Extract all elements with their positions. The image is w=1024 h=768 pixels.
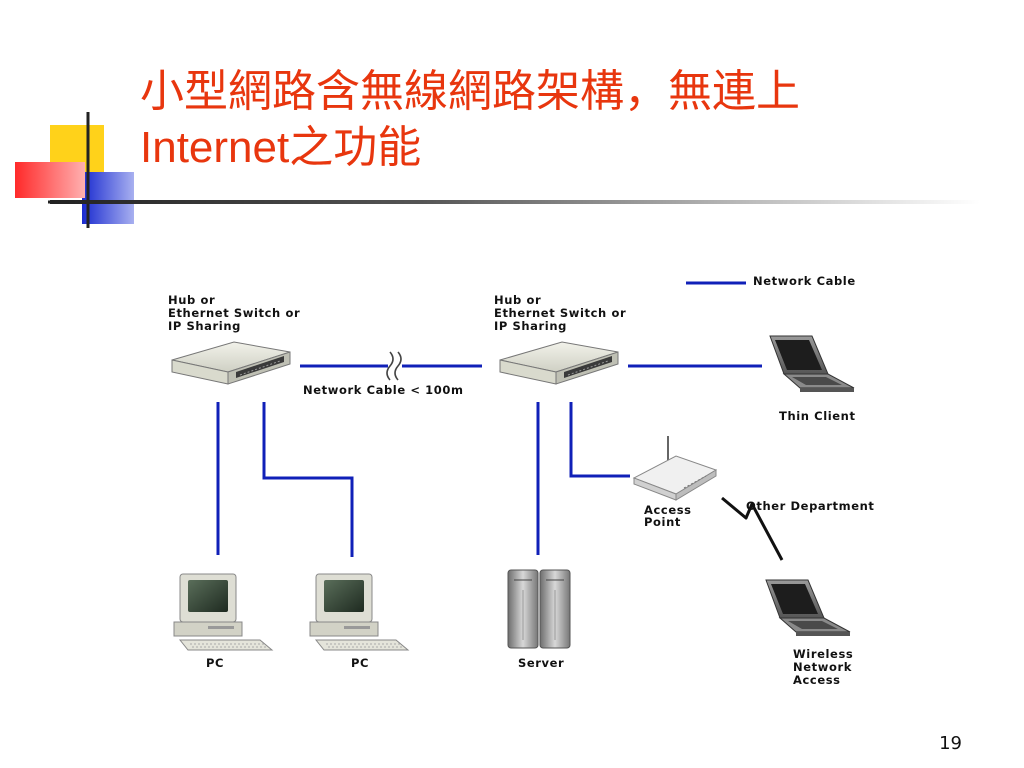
logo-red-square <box>15 162 85 198</box>
hub-right-label-line-2: Ethernet Switch or <box>494 306 626 320</box>
legend-cable-label: Network Cable <box>753 274 856 288</box>
hub-left-label-line-3: IP Sharing <box>168 319 241 333</box>
thin-client-laptop-icon <box>769 335 855 393</box>
network-cables <box>216 364 762 557</box>
access-point-label-line-2: Point <box>644 515 681 529</box>
hub-left-label: Hub or Ethernet Switch or IP Sharing <box>168 293 305 333</box>
wireless-label-line-2: Network <box>793 660 852 674</box>
hub-switch-left-icon <box>171 341 291 385</box>
page-number: 19 <box>939 733 962 754</box>
slide-title: 小型網路含無線網路架構，無連上 Internet之功能 <box>140 64 800 176</box>
pc-1-label: PC <box>206 656 224 670</box>
server-label: Server <box>518 656 564 670</box>
pc-2-label: PC <box>351 656 369 670</box>
hub-switch-right-icon <box>499 341 619 385</box>
hub-left-label-line-1: Hub or <box>168 293 215 307</box>
access-point-label: Access Point <box>644 503 696 529</box>
cable-length-note: Network Cable < 100m <box>303 383 464 397</box>
hub-right-label: Hub or Ethernet Switch or IP Sharing <box>494 293 631 333</box>
wireless-access-label: Wireless Network Access <box>793 647 858 687</box>
hub-right-label-line-1: Hub or <box>494 293 541 307</box>
cable-break-icon <box>386 351 402 381</box>
wireless-laptop-icon <box>765 579 851 637</box>
pc-2-icon <box>309 573 409 651</box>
hub-right-label-line-3: IP Sharing <box>494 319 567 333</box>
access-point-icon <box>632 436 718 501</box>
title-line-1: 小型網路含無線網路架構，無連上 <box>140 66 800 117</box>
logo-blue-square <box>82 172 134 224</box>
wireless-label-line-3: Access <box>793 673 841 687</box>
title-underline <box>50 200 980 204</box>
title-line-2: Internet之功能 <box>140 123 422 172</box>
hub-left-label-line-2: Ethernet Switch or <box>168 306 300 320</box>
other-department-label: Other Department <box>746 499 875 513</box>
wireless-link-bolt-icon <box>721 496 784 561</box>
pc-1-icon <box>173 573 273 651</box>
access-point-label-line-1: Access <box>644 503 692 517</box>
server-icon <box>507 569 571 649</box>
thin-client-label: Thin Client <box>779 409 856 423</box>
wireless-label-line-1: Wireless <box>793 647 853 661</box>
